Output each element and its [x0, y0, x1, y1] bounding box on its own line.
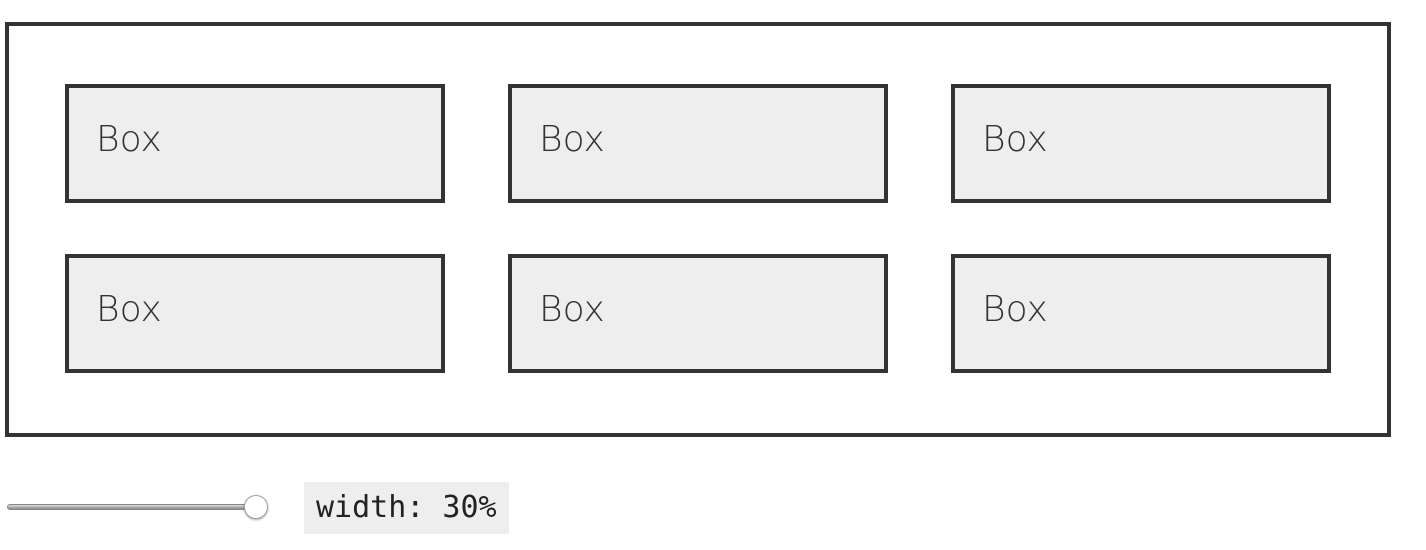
box-label: Box	[539, 119, 605, 160]
box-6: Box	[951, 254, 1331, 373]
box-label: Box	[982, 289, 1048, 330]
width-slider[interactable]	[7, 493, 268, 521]
width-readout: width: 30%	[304, 482, 509, 534]
slider-track[interactable]	[7, 504, 255, 510]
box-3: Box	[951, 84, 1331, 203]
box-4: Box	[65, 254, 445, 373]
box-label: Box	[539, 289, 605, 330]
slider-thumb[interactable]	[244, 495, 268, 519]
box-label: Box	[96, 289, 162, 330]
box-5: Box	[508, 254, 888, 373]
box-label: Box	[96, 119, 162, 160]
box-2: Box	[508, 84, 888, 203]
box-1: Box	[65, 84, 445, 203]
grid-container: Box Box Box Box Box Box	[5, 22, 1391, 437]
box-label: Box	[982, 119, 1048, 160]
